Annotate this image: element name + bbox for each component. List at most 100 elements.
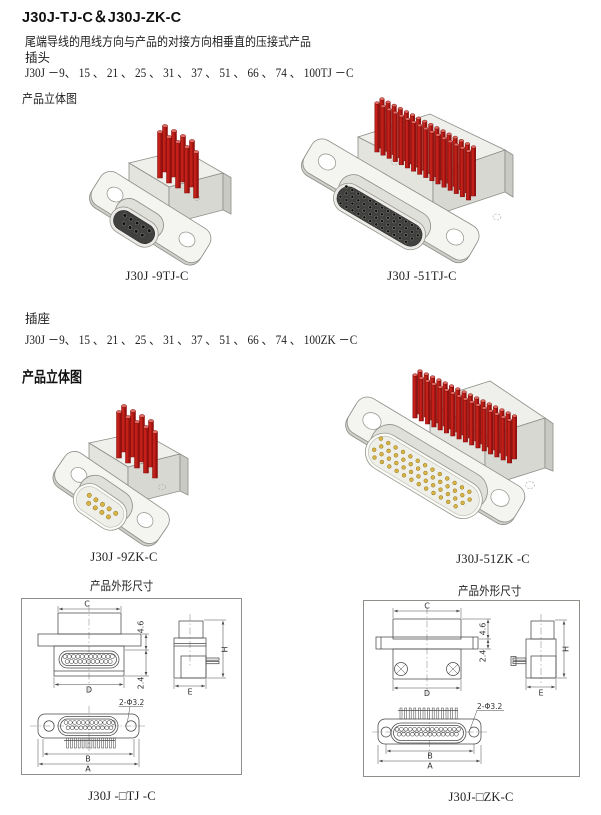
pin-shade (459, 397, 462, 439)
surface-detail (525, 481, 535, 489)
pin-shade (478, 406, 481, 448)
contact-hatch (81, 720, 86, 725)
socket-contact (374, 215, 378, 220)
termination-pin (454, 707, 458, 720)
plug-label: 插头 (25, 51, 51, 65)
gold-pin-contact (401, 465, 406, 470)
pin-top (449, 384, 454, 388)
socket-contact (128, 217, 134, 222)
contact-hatch (68, 720, 73, 725)
contact-hatch (79, 654, 85, 659)
product-caption-9zk: J30J -9ZK-C (90, 550, 158, 564)
svg-text:A: A (427, 762, 433, 771)
contact-hatch (416, 727, 422, 732)
pin-top (157, 130, 163, 134)
contact-hatch (100, 725, 105, 730)
pin-shade (395, 113, 398, 162)
contact-hatch (412, 727, 417, 732)
contact-hatch (108, 725, 114, 730)
socket-contact (134, 229, 139, 234)
contact-hatch (103, 659, 109, 664)
socket-contact (350, 188, 355, 192)
pin-top (430, 375, 436, 379)
contact-hatch (434, 727, 439, 732)
pin-shade (453, 394, 455, 436)
pin-top (499, 408, 505, 412)
gold-pin-contact (452, 480, 457, 486)
contact-hatch (95, 725, 101, 730)
svg-text:D: D (424, 689, 430, 698)
pin-top (466, 149, 471, 153)
svg-text:2.4: 2.4 (137, 677, 146, 690)
contact-hatch (70, 725, 75, 730)
rear-block-flap (179, 453, 189, 496)
contact-hatch (63, 720, 69, 725)
contact-hatch (105, 654, 111, 659)
pin-top (166, 135, 172, 139)
pin-top (442, 381, 448, 385)
contact-hatch (101, 654, 106, 659)
contact-hatch (97, 654, 102, 659)
contact-hatch (62, 654, 68, 659)
svg-text:H: H (562, 646, 571, 652)
pin-top (121, 404, 127, 408)
view-heading-plug: 产品立体图 (22, 92, 78, 106)
socket-contact (356, 212, 361, 216)
pin-top (379, 97, 385, 101)
gold-pin-contact (394, 460, 399, 466)
pin-shade (420, 126, 422, 175)
contact-hatch (414, 732, 419, 737)
socket-contact (135, 221, 140, 226)
termination-pin (70, 737, 73, 749)
termination-pin (105, 737, 108, 749)
gold-pin-contact (386, 448, 391, 453)
gold-pin-contact (386, 440, 391, 446)
termination-pin (404, 707, 407, 720)
termination-pin (93, 737, 97, 749)
socket-contact (386, 216, 390, 220)
pin-shade (465, 400, 468, 442)
socket-contact (356, 205, 361, 209)
pin-top (431, 382, 437, 386)
pin-top (189, 139, 195, 143)
gold-pin-contact (423, 486, 429, 491)
svg-text:4.6: 4.6 (137, 621, 146, 634)
gold-pin-contact (106, 514, 111, 520)
socket-contact (362, 195, 366, 199)
termination-pin (66, 737, 69, 749)
contact-hatch (71, 654, 76, 659)
contact-hatch (78, 725, 84, 730)
gold-pin-contact (408, 462, 413, 467)
pin-top (423, 127, 429, 131)
gold-pin-contact (415, 466, 421, 471)
termination-pin (413, 707, 417, 720)
pin-shade (426, 129, 428, 178)
pin-top (447, 139, 453, 143)
gold-pin-contact (379, 452, 384, 457)
contact-hatch (76, 720, 82, 725)
socket-contact (356, 191, 360, 196)
pin-top (416, 116, 422, 120)
socket-contact (380, 226, 384, 230)
mounting-hole (106, 186, 124, 203)
pin-shade (415, 376, 418, 418)
mounting-hole (490, 489, 510, 507)
contact-hatch (65, 725, 71, 730)
svg-text:2.4: 2.4 (479, 650, 488, 663)
contact-hatch (427, 732, 433, 737)
mounting-hole (317, 153, 337, 171)
svg-text:B: B (85, 755, 91, 764)
termination-pin (77, 737, 81, 749)
termination-pin (109, 737, 112, 749)
pin-top (380, 104, 386, 108)
gold-pin-contact (416, 474, 421, 479)
contact-hatch (454, 732, 459, 737)
outline-heading-left: 产品外形尺寸 (90, 579, 154, 593)
pin-top (412, 373, 418, 377)
pin-top (469, 400, 475, 404)
gold-pin-contact (415, 458, 420, 463)
socket-contact (386, 209, 390, 213)
pin-top (143, 425, 149, 429)
socket-contact (404, 240, 408, 244)
pin-top (436, 378, 442, 382)
